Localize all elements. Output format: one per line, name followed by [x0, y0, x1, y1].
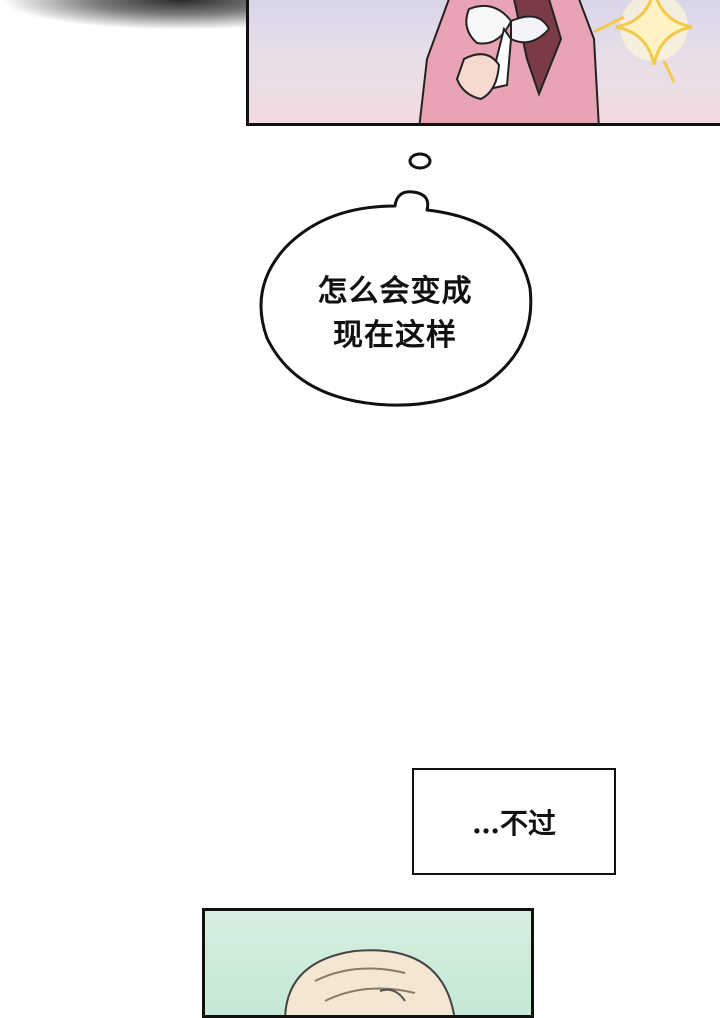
bottom-comic-panel — [202, 908, 534, 1018]
thought-line-2: 现在这样 — [333, 318, 457, 353]
character-illustration-bottom — [284, 949, 455, 1015]
narration-box: …不过 — [412, 768, 616, 875]
thought-line-1: 怎么会变成 — [317, 274, 473, 309]
character-illustration-top — [418, 0, 693, 123]
thought-bubble-text: 怎么会变成 现在这样 — [255, 270, 535, 358]
top-comic-panel — [246, 0, 720, 126]
thought-bubble — [259, 152, 533, 407]
narration-text: …不过 — [471, 806, 556, 840]
sparkle-icon — [593, 0, 693, 83]
